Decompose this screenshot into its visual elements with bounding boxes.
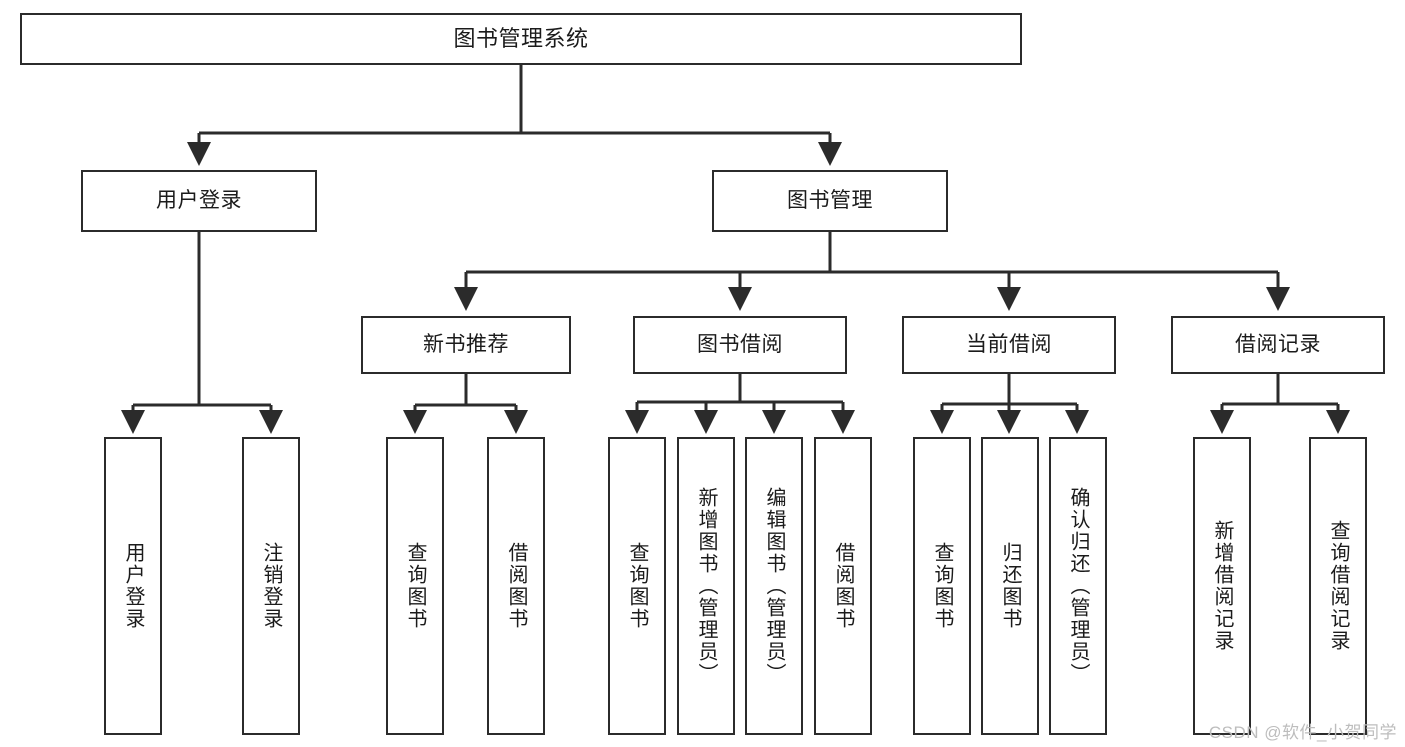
node-label: 查询图书: [931, 542, 953, 630]
node-leaf-query-book-recommend[interactable]: 查询图书: [386, 437, 444, 735]
node-label: 归还图书: [999, 542, 1021, 630]
node-label: 用户登录: [156, 189, 242, 213]
node-label: 新增借阅记录: [1211, 520, 1233, 652]
node-leaf-user-login[interactable]: 用户登录: [104, 437, 162, 735]
node-label: 查询图书: [626, 542, 648, 630]
node-leaf-query-book-current[interactable]: 查询图书: [913, 437, 971, 735]
node-label: 编辑图书（管理员）: [763, 487, 785, 685]
node-borrow-record[interactable]: 借阅记录: [1171, 316, 1385, 374]
node-leaf-return-book[interactable]: 归还图书: [981, 437, 1039, 735]
node-label: 查询图书: [404, 542, 426, 630]
node-label: 新增图书（管理员）: [695, 487, 717, 685]
node-label: 图书管理: [787, 189, 873, 213]
node-label: 注销登录: [260, 542, 282, 630]
node-leaf-logout-login[interactable]: 注销登录: [242, 437, 300, 735]
node-label: 图书借阅: [697, 333, 783, 357]
node-label: 当前借阅: [966, 333, 1052, 357]
node-leaf-query-book-borrow[interactable]: 查询图书: [608, 437, 666, 735]
node-leaf-query-borrow-record[interactable]: 查询借阅记录: [1309, 437, 1367, 735]
node-leaf-borrow-book-recommend[interactable]: 借阅图书: [487, 437, 545, 735]
node-current-borrow[interactable]: 当前借阅: [902, 316, 1116, 374]
node-label: 借阅图书: [505, 542, 527, 630]
node-label: 新书推荐: [423, 333, 509, 357]
node-leaf-add-borrow-record[interactable]: 新增借阅记录: [1193, 437, 1251, 735]
node-label: 确认归还（管理员）: [1067, 487, 1089, 685]
node-root-book-management-system[interactable]: 图书管理系统: [20, 13, 1022, 65]
node-leaf-add-book[interactable]: 新增图书（管理员）: [677, 437, 735, 735]
node-label: 用户登录: [122, 542, 144, 630]
csdn-watermark: CSDN @软件_小贺同学: [1208, 723, 1397, 742]
node-leaf-borrow-book[interactable]: 借阅图书: [814, 437, 872, 735]
node-book-borrow[interactable]: 图书借阅: [633, 316, 847, 374]
node-book-manage[interactable]: 图书管理: [712, 170, 948, 232]
node-leaf-edit-book[interactable]: 编辑图书（管理员）: [745, 437, 803, 735]
node-label: 查询借阅记录: [1327, 520, 1349, 652]
node-leaf-confirm-return[interactable]: 确认归还（管理员）: [1049, 437, 1107, 735]
node-new-book-recommend[interactable]: 新书推荐: [361, 316, 571, 374]
node-label: 图书管理系统: [453, 25, 589, 51]
node-label: 借阅图书: [832, 542, 854, 630]
node-label: 借阅记录: [1235, 333, 1321, 357]
node-user-login[interactable]: 用户登录: [81, 170, 317, 232]
